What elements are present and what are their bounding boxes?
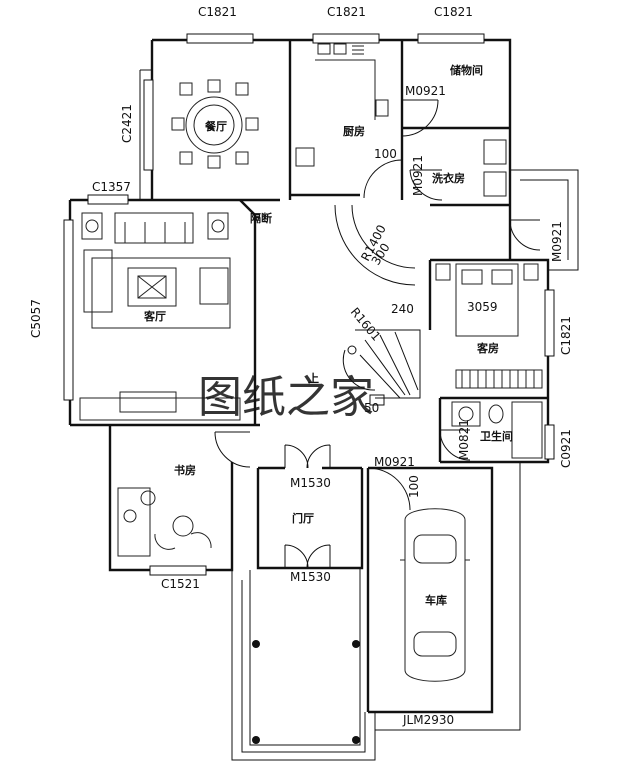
living-furniture (79, 212, 241, 421)
label-m0921-garage: M0921 (374, 455, 415, 469)
room-kitchen: 厨房 (343, 124, 365, 138)
porch-columns (252, 640, 360, 744)
label-m0921-right: M0921 (550, 221, 564, 262)
label-m1530-top: M1530 (290, 476, 331, 490)
window-c1821-b (312, 33, 380, 44)
room-garage: 车库 (425, 593, 447, 607)
door-foyer-bottom (284, 544, 331, 569)
label-c1521: C1521 (161, 577, 200, 591)
window-c0921 (544, 424, 555, 460)
window-c1821-side (544, 289, 555, 357)
door-laundry (409, 169, 443, 201)
room-laundry: 洗衣房 (432, 171, 465, 185)
door-study (214, 431, 251, 468)
room-foyer: 门厅 (292, 511, 314, 525)
label-m0921-laundry: M0921 (411, 155, 425, 196)
bathroom-fixtures (451, 401, 543, 459)
door-garage (367, 467, 411, 511)
label-m0921-storage: M0921 (405, 84, 446, 98)
room-bathroom: 卫生间 (480, 429, 513, 443)
label-c1357: C1357 (92, 180, 131, 194)
dim-50: 50 (364, 401, 379, 415)
stair (334, 204, 421, 406)
window-c1821-c (417, 33, 485, 44)
watermark: 图纸之家 (198, 372, 374, 423)
label-c2421: C2421 (120, 104, 134, 143)
dim-100-b: 100 (407, 475, 421, 498)
room-partition: 隔断 (250, 211, 272, 225)
door-right (509, 219, 541, 251)
door-foyer-top (284, 444, 331, 469)
label-c0921: C0921 (559, 429, 573, 468)
window-c5057 (63, 219, 74, 401)
room-study: 书房 (174, 463, 196, 477)
room-guest: 客房 (476, 341, 499, 355)
label-jlm2930: JLM2930 (402, 713, 454, 727)
kitchen-fixtures (295, 43, 389, 167)
dim-3059: 3059 (467, 300, 498, 314)
dim-r1601: R1601 (348, 305, 384, 344)
label-c1821-b: C1821 (327, 5, 366, 19)
study-furniture (117, 487, 212, 557)
window-c2421 (143, 79, 154, 171)
dim-100-a: 100 (374, 147, 397, 161)
guest-bed (435, 263, 543, 389)
door-kitchen-stair (363, 159, 403, 199)
door-bathroom (439, 429, 471, 461)
label-c1821-a: C1821 (198, 5, 237, 19)
dining-table (171, 79, 259, 169)
room-living: 客厅 (143, 309, 166, 323)
room-dining: 餐厅 (204, 119, 227, 133)
label-m1530-bottom: M1530 (290, 570, 331, 584)
label-c1821-side: C1821 (559, 316, 573, 355)
windows (63, 33, 555, 576)
label-m0821: M0821 (457, 419, 471, 460)
room-storage: 储物间 (450, 63, 483, 77)
label-c1821-c: C1821 (434, 5, 473, 19)
dim-240: 240 (391, 302, 414, 316)
window-c1357 (87, 194, 129, 205)
window-c1521 (149, 565, 207, 576)
laundry-machines (483, 139, 507, 197)
stair-up-label: 上 (308, 371, 319, 385)
doors (214, 99, 541, 569)
window-c1821-a (186, 33, 254, 44)
label-c5057: C5057 (29, 299, 43, 338)
door-storage (401, 99, 439, 137)
car (400, 508, 470, 682)
